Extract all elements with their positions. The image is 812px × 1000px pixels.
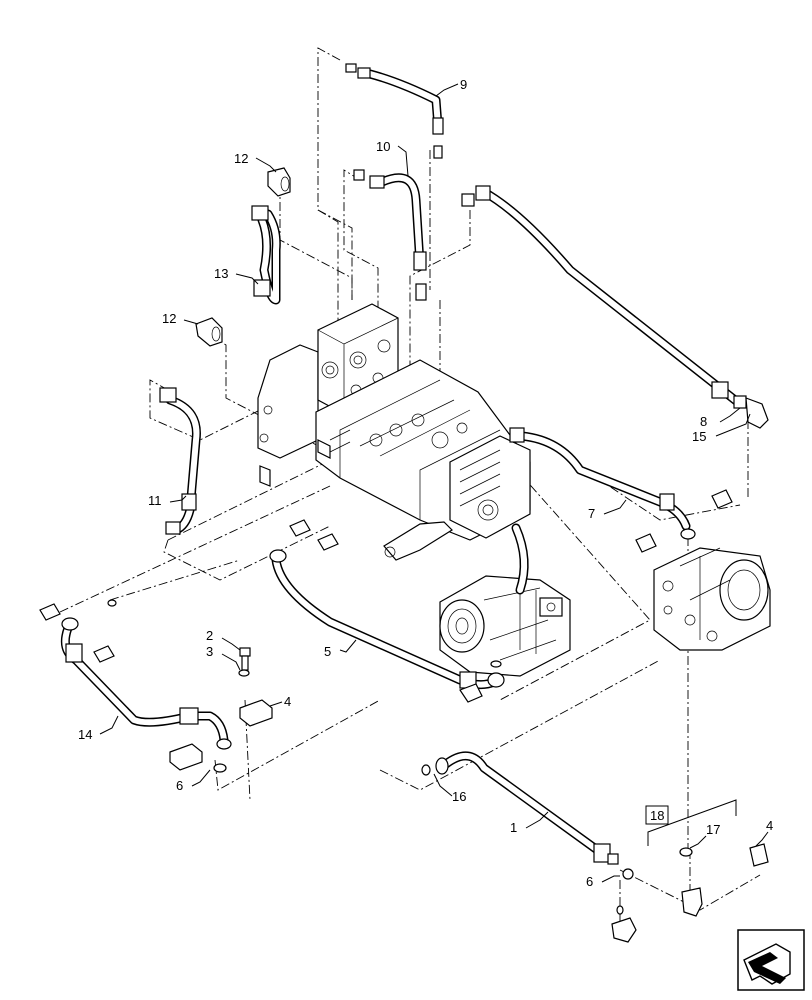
hose-9 <box>345 63 444 159</box>
hose-14 <box>60 617 232 750</box>
callout-16: 16 <box>452 789 466 804</box>
hose-7 <box>509 427 696 540</box>
hydraulic-motor-right <box>653 547 771 651</box>
hose-10 <box>353 169 427 301</box>
small-hardware <box>39 489 769 943</box>
callout-18: 18 <box>650 808 664 823</box>
hose-5 <box>269 549 505 690</box>
callout-13: 13 <box>214 266 228 281</box>
callout-3: 3 <box>206 644 213 659</box>
hydraulic-motor-center <box>439 523 571 677</box>
callout-6-lower: 6 <box>586 874 593 889</box>
elbow-fitting-15 <box>745 397 769 429</box>
callout-7: 7 <box>588 506 595 521</box>
callout-6-upper: 6 <box>176 778 183 793</box>
callout-5: 5 <box>324 644 331 659</box>
callout-14: 14 <box>78 727 92 742</box>
callout-leaders <box>99 83 769 883</box>
callout-12-upper: 12 <box>234 151 248 166</box>
callout-4-lower: 4 <box>766 818 773 833</box>
assembly-guide-lines <box>59 47 761 930</box>
callout-15: 15 <box>692 429 706 444</box>
callout-18-box <box>645 805 669 825</box>
callout-17: 17 <box>706 822 720 837</box>
callout-11: 11 <box>148 493 162 508</box>
callout-8: 8 <box>700 414 707 429</box>
callout-10: 10 <box>376 139 390 154</box>
elbow-fitting-12-upper <box>267 167 291 197</box>
hose-1 <box>435 751 619 865</box>
hose-13 <box>251 205 281 305</box>
hose-8 <box>461 185 747 409</box>
callout-labels: 9 10 12 13 12 11 8 15 7 2 5 3 4 14 6 16 … <box>78 77 773 889</box>
callout-4-upper: 4 <box>284 694 291 709</box>
group-bracket-18 <box>647 799 737 846</box>
next-view-arrow-icon[interactable] <box>737 929 805 991</box>
callout-9: 9 <box>460 77 467 92</box>
callout-12-lower: 12 <box>162 311 176 326</box>
hose-11 <box>159 387 201 535</box>
callout-1: 1 <box>510 820 517 835</box>
callout-2: 2 <box>206 628 213 643</box>
elbow-fitting-12-lower <box>195 317 223 347</box>
hydraulic-pump-valve-assembly <box>257 303 531 561</box>
